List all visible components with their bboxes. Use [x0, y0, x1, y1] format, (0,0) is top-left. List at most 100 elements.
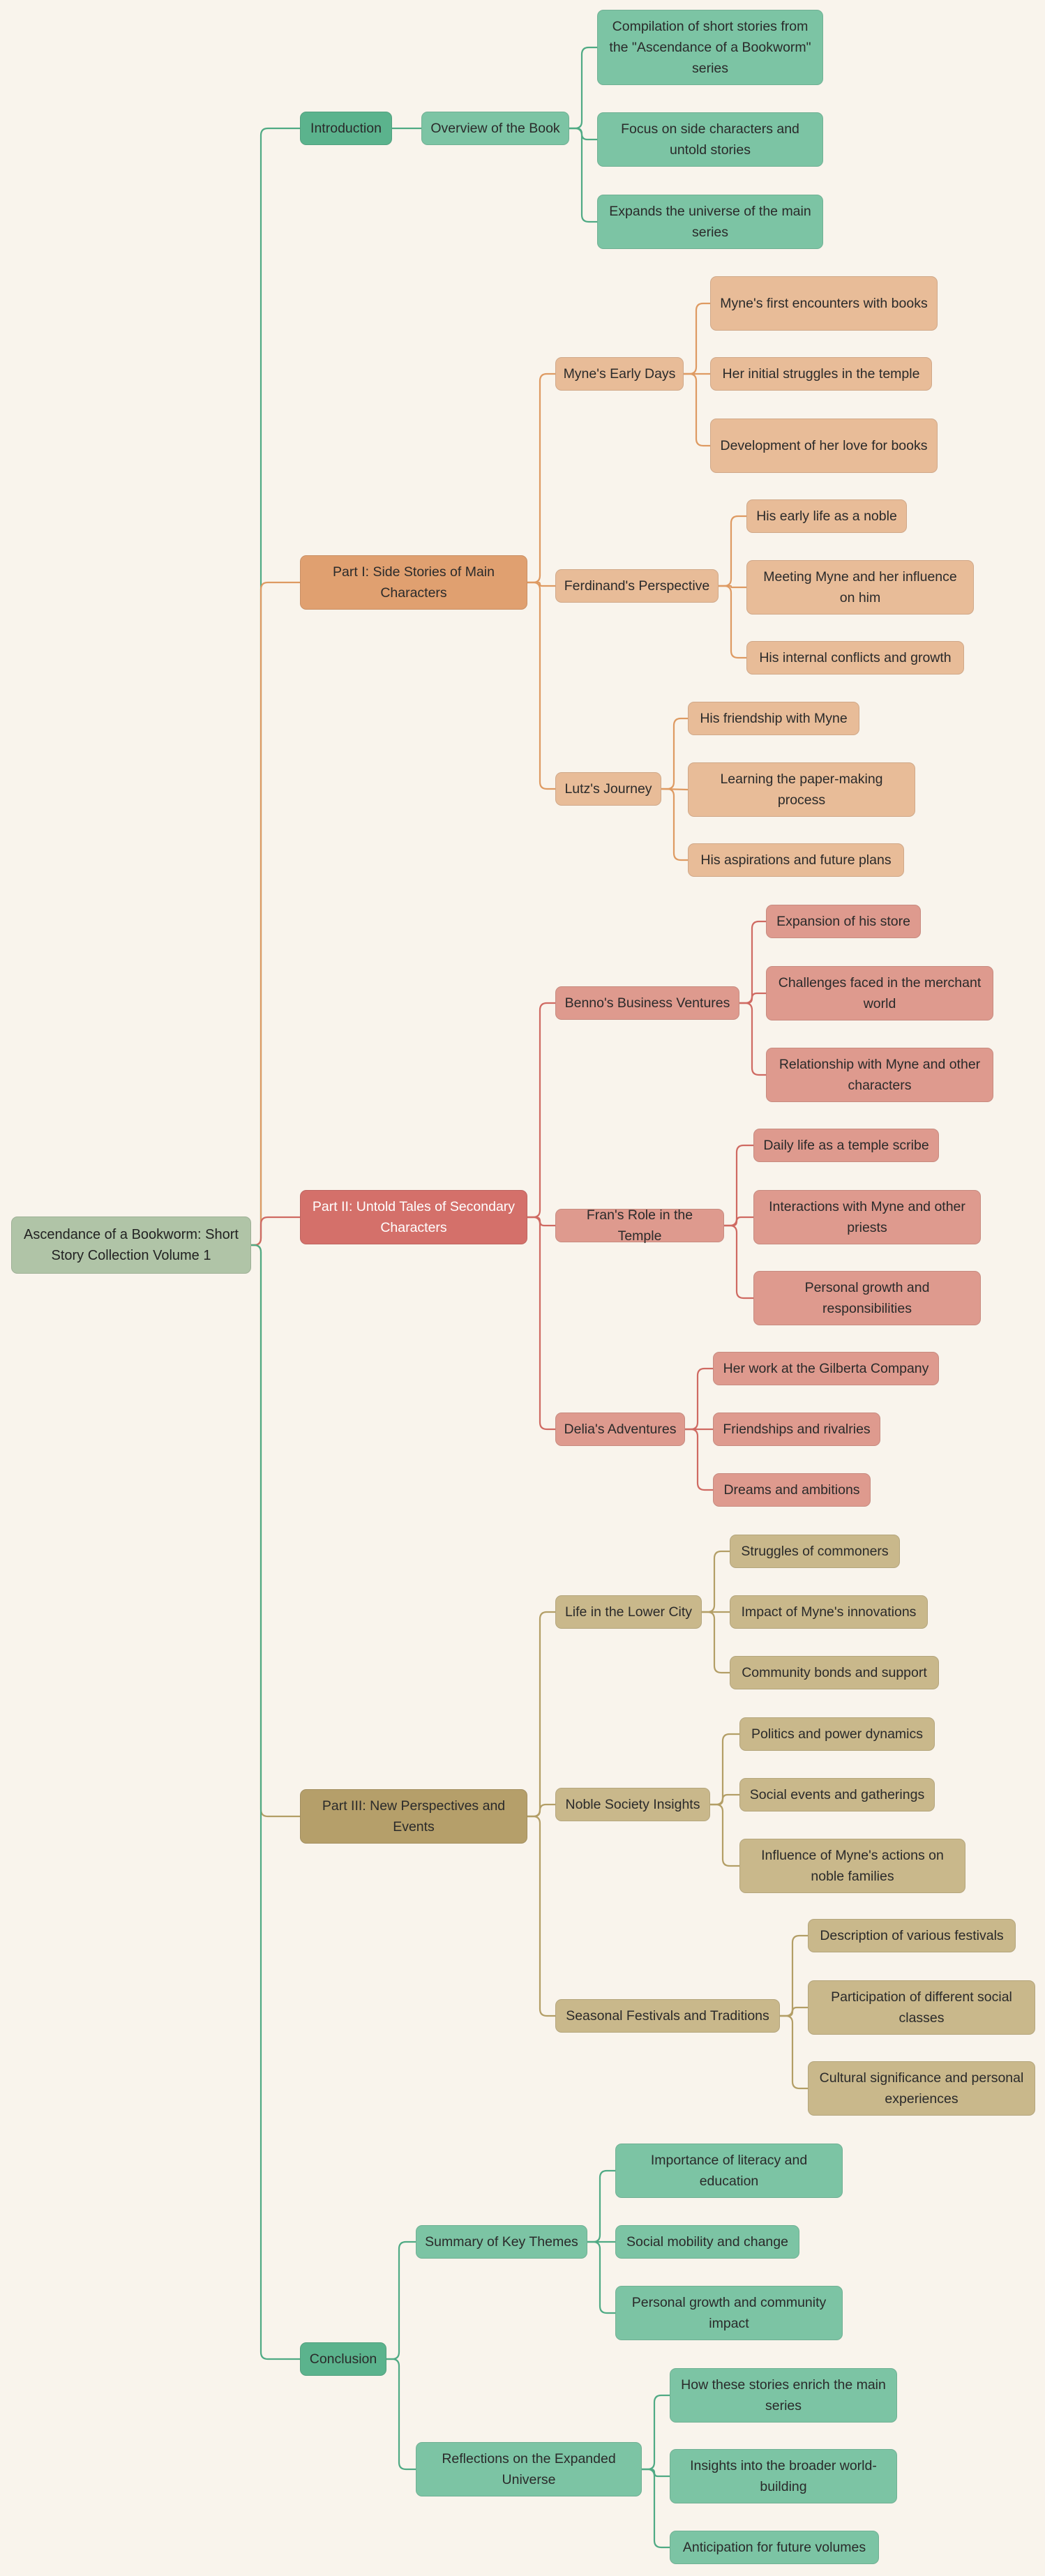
connector-fr1 — [724, 1216, 753, 1227]
connector-my0 — [684, 302, 710, 375]
node-delias-adventures-label: Delia's Adventures — [564, 1422, 677, 1437]
leaf-delia-gilberta[interactable]: Her work at the Gilberta Company — [713, 1352, 939, 1385]
node-part-1-label: Part I: Side Stories of Main Characters — [333, 564, 495, 601]
leaf-literacy-education[interactable]: Importance of literacy and education — [615, 2144, 843, 2198]
node-noble-society-insights-label: Noble Society Insights — [565, 1797, 700, 1812]
leaf-myne-love-for-books-label: Development of her love for books — [720, 438, 928, 453]
leaf-expands-universe[interactable]: Expands the universe of the main series — [597, 195, 823, 249]
leaf-participation-social-classes-label: Participation of different social classe… — [831, 1989, 1012, 2026]
leaf-lutz-aspirations-label: His aspirations and future plans — [700, 852, 892, 868]
leaf-fran-daily-life-label: Daily life as a temple scribe — [763, 1138, 929, 1153]
leaf-compilation[interactable]: Compilation of short stories from the "A… — [597, 10, 823, 85]
leaf-myne-initial-struggles-label: Her initial struggles in the temple — [722, 366, 920, 382]
node-summary-of-key-themes[interactable]: Summary of Key Themes — [416, 2225, 587, 2259]
leaf-struggles-of-commoners[interactable]: Struggles of commoners — [730, 1535, 900, 1568]
leaf-ferdinand-early-life[interactable]: His early life as a noble — [746, 499, 907, 533]
leaf-influence-on-nobles[interactable]: Influence of Myne's actions on noble fam… — [739, 1839, 965, 1893]
connector-co — [251, 1244, 300, 2360]
leaf-future-volumes-label: Anticipation for future volumes — [682, 2540, 866, 2555]
leaf-myne-love-for-books[interactable]: Development of her love for books — [710, 419, 938, 473]
node-bennos-business-ventures[interactable]: Benno's Business Ventures — [555, 986, 739, 1020]
node-part-3[interactable]: Part III: New Perspectives and Events — [300, 1789, 527, 1844]
leaf-delia-dreams[interactable]: Dreams and ambitions — [713, 1473, 871, 1507]
leaf-cultural-significance[interactable]: Cultural significance and personal exper… — [808, 2061, 1035, 2116]
leaf-personal-growth-community[interactable]: Personal growth and community impact — [615, 2286, 843, 2340]
leaf-ferdinand-meeting-myne[interactable]: Meeting Myne and her influence on him — [746, 560, 974, 615]
leaf-focus-side-characters[interactable]: Focus on side characters and untold stor… — [597, 112, 823, 167]
leaf-social-events[interactable]: Social events and gatherings — [739, 1778, 935, 1812]
leaf-struggles-of-commoners-label: Struggles of commoners — [741, 1544, 889, 1559]
leaf-social-mobility[interactable]: Social mobility and change — [615, 2225, 799, 2259]
node-noble-society-insights[interactable]: Noble Society Insights — [555, 1788, 710, 1821]
connector-ov0 — [569, 46, 597, 130]
leaf-lutz-friendship[interactable]: His friendship with Myne — [688, 702, 859, 735]
leaf-delia-dreams-label: Dreams and ambitions — [723, 1482, 860, 1498]
node-life-in-the-lower-city[interactable]: Life in the Lower City — [555, 1595, 702, 1629]
leaf-compilation-label: Compilation of short stories from the "A… — [609, 19, 811, 76]
leaf-various-festivals[interactable]: Description of various festivals — [808, 1919, 1016, 1952]
leaf-influence-on-nobles-label: Influence of Myne's actions on noble fam… — [761, 1848, 944, 1884]
connector-be2 — [739, 1002, 766, 1076]
node-delias-adventures[interactable]: Delia's Adventures — [555, 1413, 685, 1446]
node-ferdinands-perspective[interactable]: Ferdinand's Perspective — [555, 569, 719, 603]
leaf-fran-personal-growth-label: Personal growth and responsibilities — [804, 1280, 930, 1316]
node-mynes-early-days[interactable]: Myne's Early Days — [555, 357, 684, 391]
leaf-benno-expansion-label: Expansion of his store — [776, 914, 910, 929]
connector-lu2 — [661, 788, 688, 861]
node-part-1[interactable]: Part I: Side Stories of Main Characters — [300, 555, 527, 610]
connector-de0 — [685, 1367, 713, 1431]
node-frans-role-in-the-temple[interactable]: Fran's Role in the Temple — [555, 1207, 724, 1244]
node-bennos-business-ventures-label: Benno's Business Ventures — [564, 995, 730, 1011]
leaf-participation-social-classes[interactable]: Participation of different social classe… — [808, 1980, 1035, 2035]
leaf-benno-challenges-label: Challenges faced in the merchant world — [778, 975, 982, 1011]
leaf-fran-personal-growth[interactable]: Personal growth and responsibilities — [753, 1271, 981, 1325]
leaf-fran-interactions-label: Interactions with Myne and other priests — [769, 1199, 965, 1235]
leaf-benno-relationship[interactable]: Relationship with Myne and other charact… — [766, 1048, 993, 1102]
connector-ns2 — [710, 1803, 739, 1867]
leaf-impact-of-innovations[interactable]: Impact of Myne's innovations — [730, 1595, 928, 1629]
leaf-politics-and-power[interactable]: Politics and power dynamics — [739, 1717, 935, 1751]
connector-de2 — [685, 1428, 713, 1491]
leaf-ferdinand-meeting-myne-label: Meeting Myne and her influence on him — [763, 569, 957, 605]
node-reflections-expanded-universe[interactable]: Reflections on the Expanded Universe — [416, 2442, 642, 2496]
leaf-enrich-main-series[interactable]: How these stories enrich the main series — [670, 2368, 897, 2423]
leaf-delia-friendships[interactable]: Friendships and rivalries — [713, 1413, 880, 1446]
connector-lu0 — [661, 717, 688, 790]
connector-my2 — [684, 372, 710, 447]
leaf-benno-challenges[interactable]: Challenges faced in the merchant world — [766, 966, 993, 1020]
connector-fe0 — [719, 515, 746, 587]
root-node-label: Ascendance of a Bookworm: Short Story Co… — [24, 1227, 239, 1263]
node-overview-of-the-book[interactable]: Overview of the Book — [421, 112, 569, 145]
leaf-future-volumes[interactable]: Anticipation for future volumes — [670, 2531, 879, 2564]
leaf-ferdinand-internal-conflicts[interactable]: His internal conflicts and growth — [746, 641, 964, 675]
leaf-fran-interactions[interactable]: Interactions with Myne and other priests — [753, 1190, 981, 1244]
leaf-myne-initial-struggles[interactable]: Her initial struggles in the temple — [710, 357, 932, 391]
leaf-lutz-paper-making[interactable]: Learning the paper-making process — [688, 762, 915, 817]
leaf-fran-daily-life[interactable]: Daily life as a temple scribe — [753, 1129, 939, 1162]
node-lutzs-journey[interactable]: Lutz's Journey — [555, 772, 661, 806]
leaf-broader-world-building[interactable]: Insights into the broader world-building — [670, 2449, 897, 2503]
connector-sf1 — [780, 2006, 808, 2017]
leaf-lutz-friendship-label: His friendship with Myne — [700, 711, 848, 726]
node-introduction[interactable]: Introduction — [300, 112, 392, 145]
leaf-benno-expansion[interactable]: Expansion of his store — [766, 905, 921, 938]
connector-ns0 — [710, 1733, 739, 1806]
leaf-delia-gilberta-label: Her work at the Gilberta Company — [723, 1361, 929, 1376]
leaf-various-festivals-label: Description of various festivals — [820, 1928, 1004, 1943]
node-mynes-early-days-label: Myne's Early Days — [563, 366, 676, 382]
node-seasonal-festivals-label: Seasonal Festivals and Traditions — [566, 2008, 769, 2024]
leaf-personal-growth-community-label: Personal growth and community impact — [631, 2295, 827, 2331]
leaf-delia-friendships-label: Friendships and rivalries — [723, 1422, 871, 1437]
node-seasonal-festivals[interactable]: Seasonal Festivals and Traditions — [555, 1999, 780, 2033]
leaf-community-bonds[interactable]: Community bonds and support — [730, 1656, 939, 1689]
node-overview-of-the-book-label: Overview of the Book — [430, 121, 560, 136]
connector-fr — [527, 1216, 555, 1227]
leaf-myne-first-encounters[interactable]: Myne's first encounters with books — [710, 276, 938, 331]
leaf-impact-of-innovations-label: Impact of Myne's innovations — [741, 1604, 917, 1620]
root-node[interactable]: Ascendance of a Bookworm: Short Story Co… — [11, 1217, 251, 1274]
node-ferdinands-perspective-label: Ferdinand's Perspective — [564, 578, 710, 594]
leaf-lutz-aspirations[interactable]: His aspirations and future plans — [688, 843, 904, 877]
leaf-expands-universe-label: Expands the universe of the main series — [609, 204, 811, 240]
node-part-2[interactable]: Part II: Untold Tales of Secondary Chara… — [300, 1190, 527, 1244]
node-conclusion[interactable]: Conclusion — [300, 2342, 386, 2376]
